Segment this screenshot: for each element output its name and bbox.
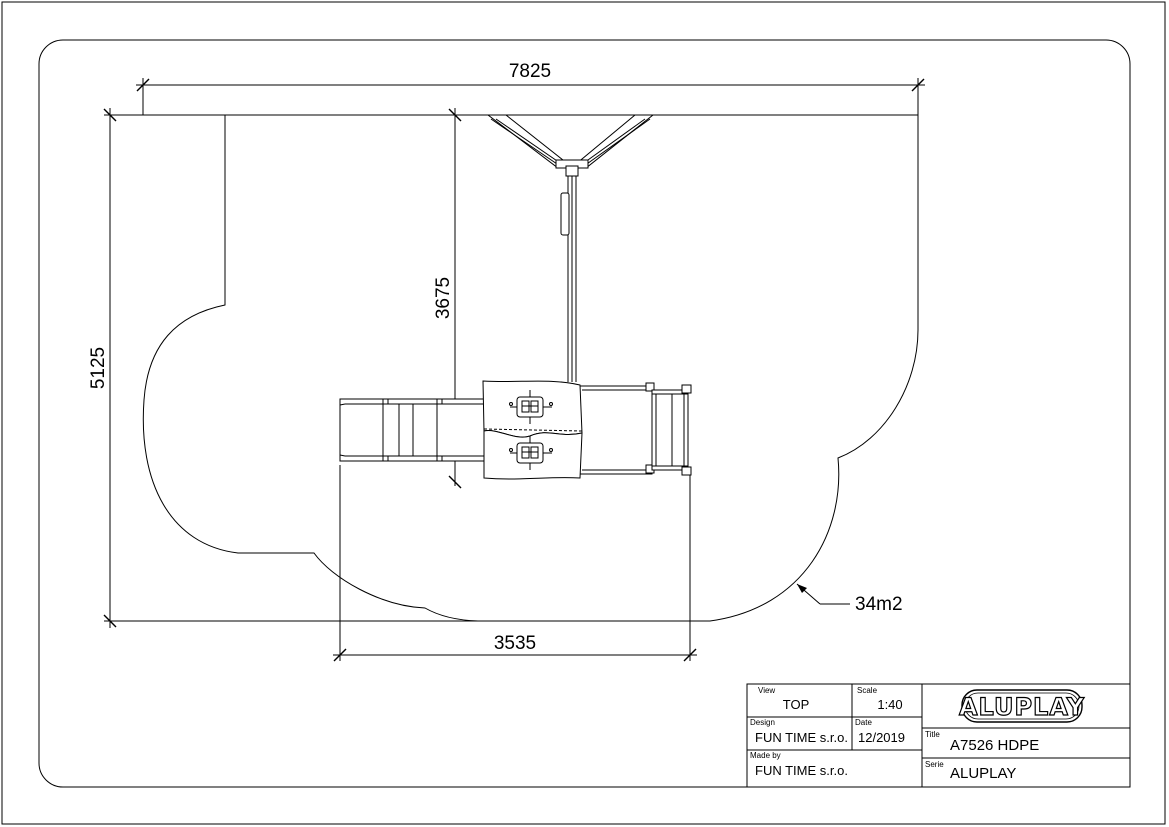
- title-value: A7526 HDPE: [950, 737, 1039, 754]
- madeby-value: FUN TIME s.r.o.: [755, 763, 848, 778]
- area-label: 34m2: [855, 594, 903, 615]
- swing-frame: [486, 114, 655, 382]
- equipment-top-view: [339, 114, 692, 480]
- panel-figure-upper: [509, 390, 553, 424]
- dimension-label-3675: 3675: [433, 277, 454, 319]
- logo-text: ALUPLAY: [959, 693, 1085, 721]
- serie-label: Serie: [925, 760, 944, 769]
- platform-deck: [577, 382, 655, 475]
- panel-figure-lower: [509, 436, 553, 470]
- view-label: View: [758, 686, 775, 695]
- dimension-label-5125: 5125: [88, 347, 109, 389]
- roof-panels: [482, 380, 583, 480]
- date-value: 12/2019: [858, 730, 905, 745]
- dimension-overall-depth: 5125: [88, 108, 478, 628]
- aluplay-logo: ALUPLAY: [958, 689, 1085, 723]
- dimension-overall-width: 7825: [136, 61, 925, 115]
- scale-label: Scale: [857, 686, 878, 695]
- madeby-label: Made by: [750, 751, 781, 760]
- design-label: Design: [750, 718, 775, 727]
- design-value: FUN TIME s.r.o.: [755, 730, 848, 745]
- dimension-bottom-width: 3535: [333, 465, 697, 662]
- area-callout: 34m2: [796, 583, 903, 615]
- safety-zone-outline: [142, 114, 919, 622]
- ladder: [651, 384, 692, 476]
- dimension-label-7825: 7825: [509, 61, 551, 82]
- slide: [339, 398, 486, 462]
- dimension-label-3535: 3535: [494, 633, 536, 654]
- date-label: Date: [855, 718, 872, 727]
- view-value: TOP: [783, 697, 810, 712]
- scale-value: 1:40: [877, 697, 902, 712]
- drawing-frame: [38, 39, 1131, 788]
- serie-value: ALUPLAY: [950, 765, 1016, 782]
- title-label: Title: [925, 730, 940, 739]
